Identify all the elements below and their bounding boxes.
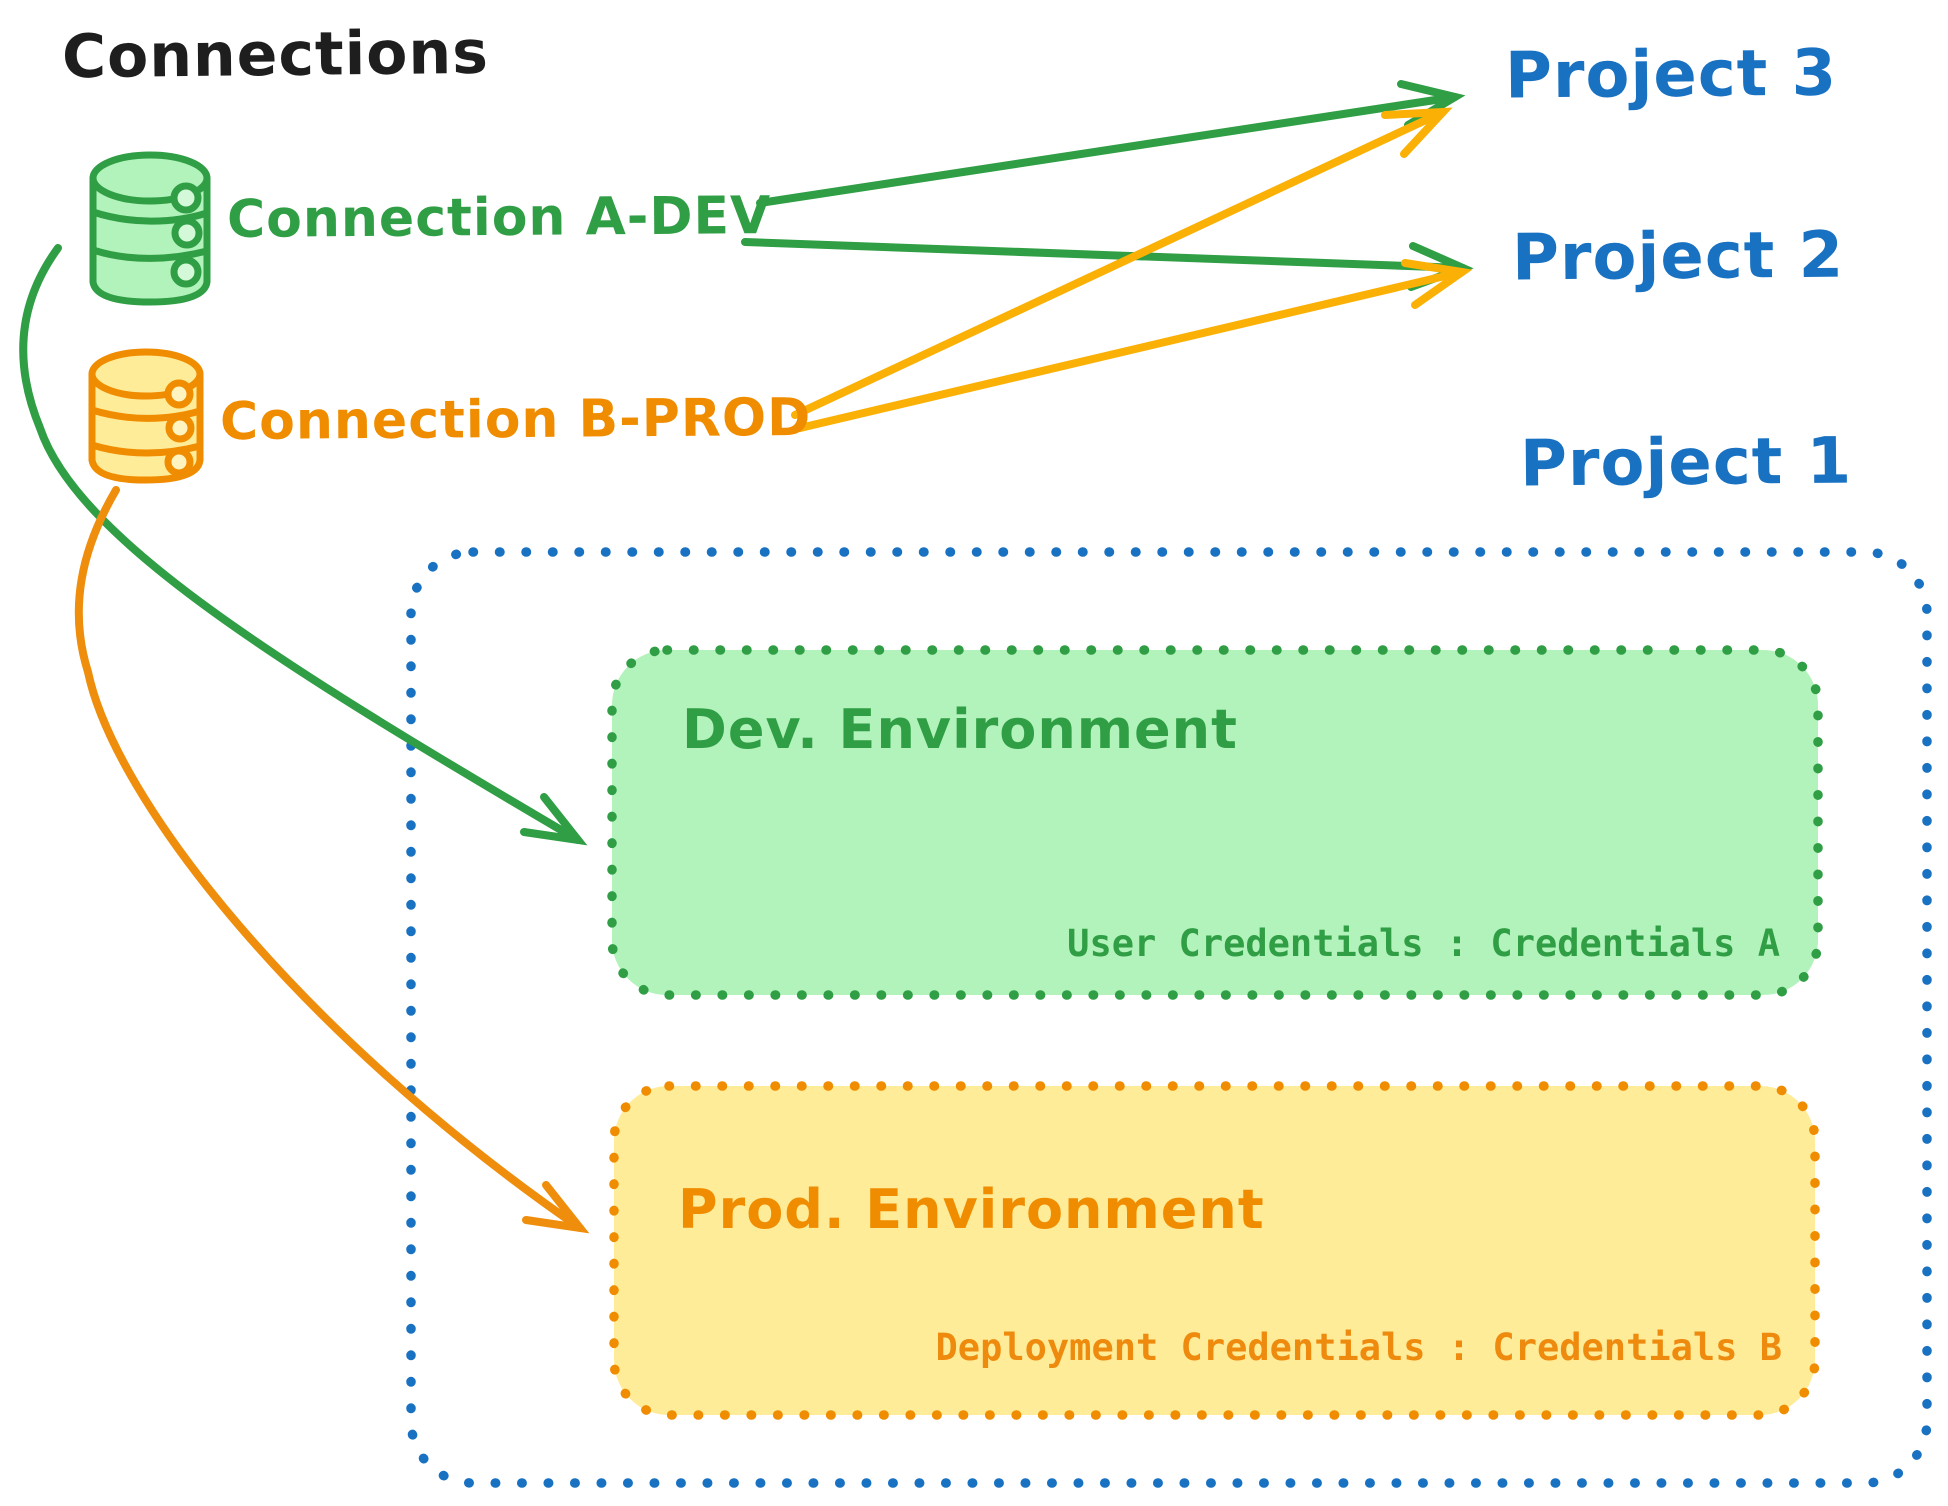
arrow-adev-to-dev-environment: [19, 244, 588, 846]
project-3-label: Project 3: [1504, 36, 1838, 114]
arrow-bprod-to-project2: [796, 259, 1473, 432]
prod-environment-title: Prod. Environment: [678, 1178, 1265, 1241]
diagram-title: Connections: [61, 17, 490, 93]
project-1-label: Project 1: [1519, 424, 1853, 502]
dev-environment-title: Dev. Environment: [682, 698, 1238, 761]
prod-environment-credentials: Deployment Credentials : Credentials B: [935, 1326, 1782, 1369]
project-2-label: Project 2: [1511, 218, 1845, 296]
dev-database-icon: [89, 151, 211, 306]
connection-a-dev-label: Connection A-DEV: [226, 186, 772, 250]
dev-environment-credentials: User Credentials : Credentials A: [1067, 922, 1780, 965]
arrow-adev-to-project2: [741, 238, 1474, 291]
arrow-adev-to-project3: [756, 80, 1466, 207]
arrow-bprod-to-project3: [791, 107, 1453, 419]
dev-environment-box: [607, 645, 1823, 1000]
arrow-bprod-to-prod-environment: [74, 486, 590, 1234]
connection-b-prod-label: Connection B-PROD: [219, 387, 812, 453]
prod-environment-box: [609, 1081, 1820, 1420]
prod-database-icon: [88, 348, 204, 484]
